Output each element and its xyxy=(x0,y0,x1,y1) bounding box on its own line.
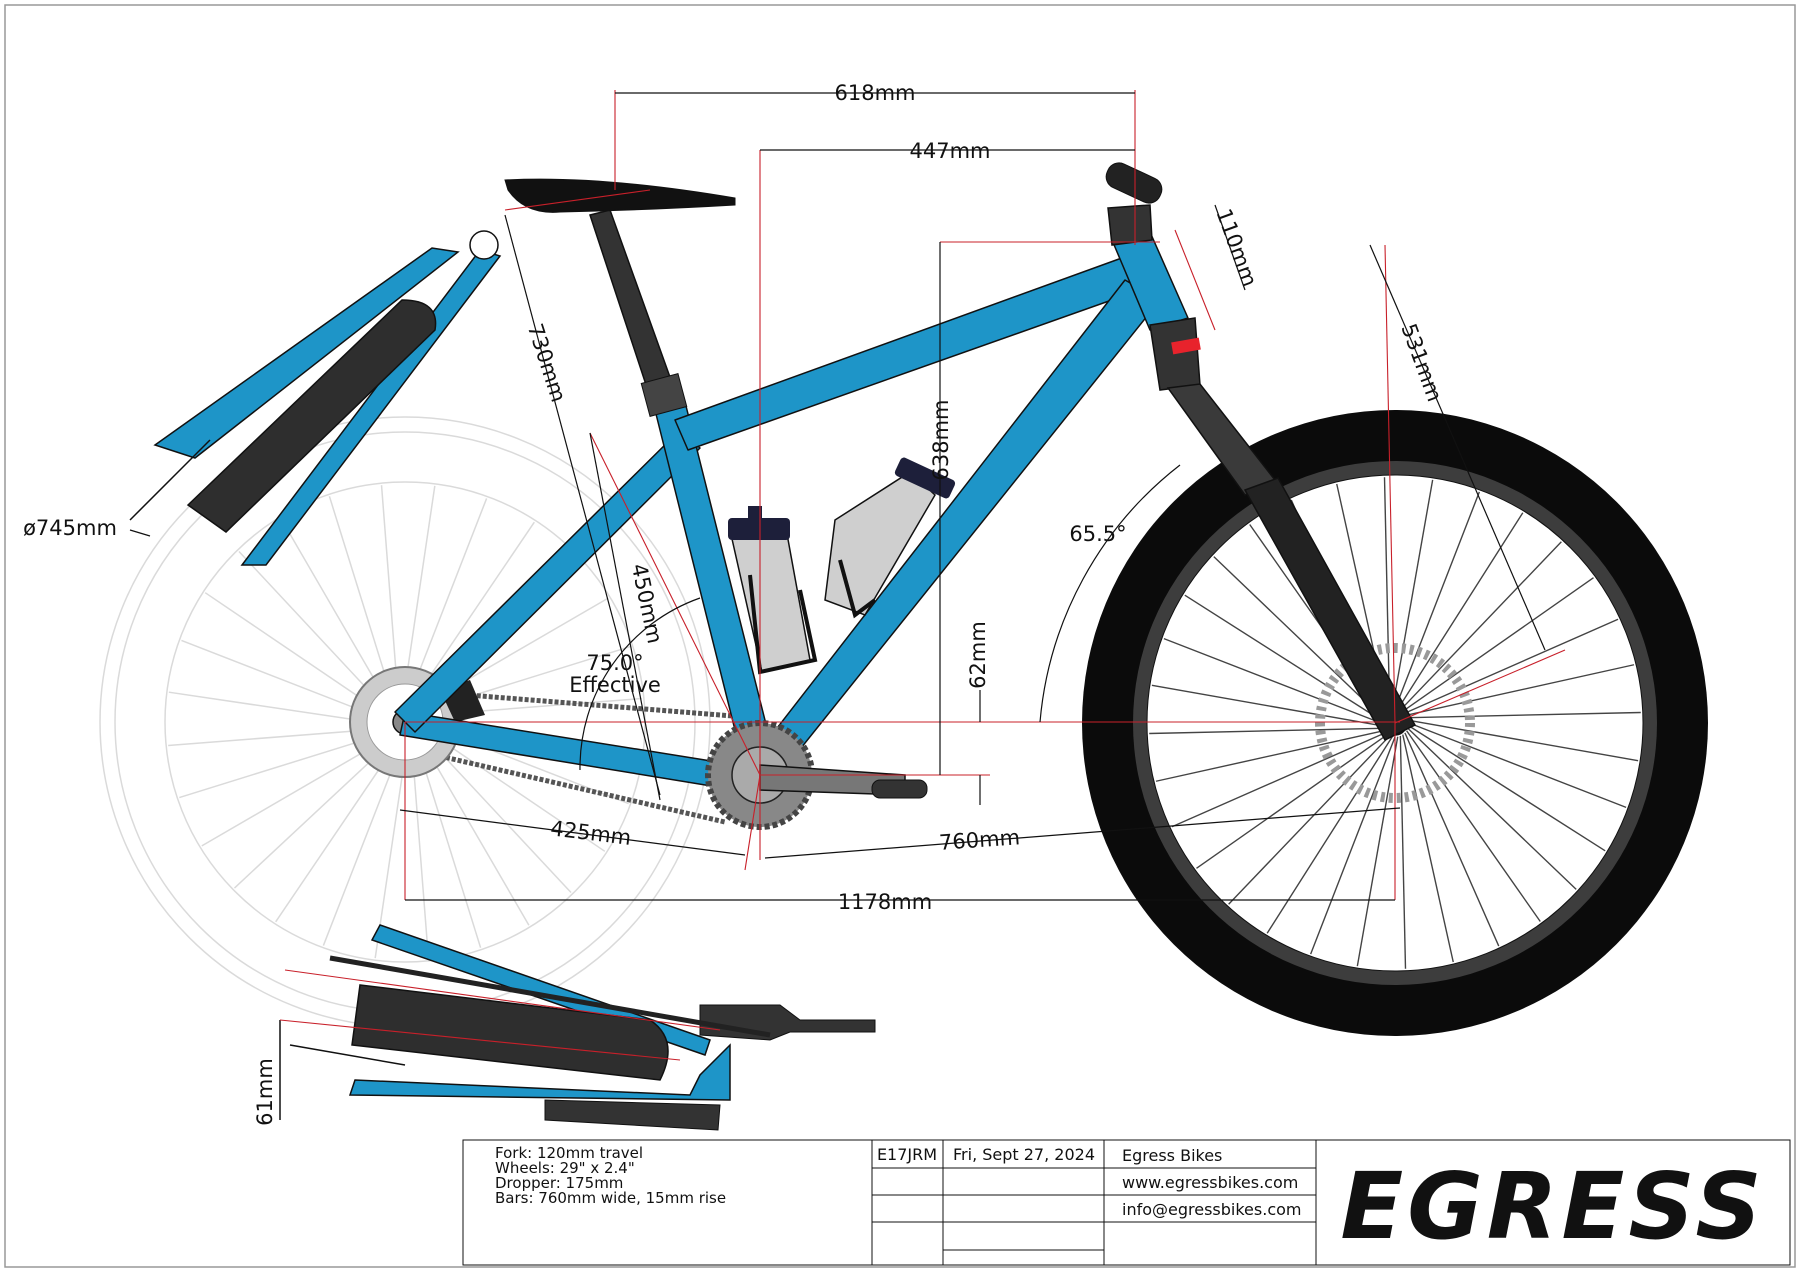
spoke xyxy=(1228,735,1391,905)
egress-logo: EGRESS xyxy=(1340,1153,1765,1260)
cockpit xyxy=(1105,162,1163,246)
seatpost-saddle xyxy=(504,178,736,417)
spoke xyxy=(1408,725,1606,852)
dim-760: 760mm xyxy=(938,825,1020,855)
dim-618: 618mm xyxy=(835,81,916,105)
seatstay-top-view xyxy=(129,230,502,566)
dim-745: ø745mm xyxy=(23,516,117,540)
spoke xyxy=(1356,736,1399,967)
spoke xyxy=(1408,722,1627,809)
spoke xyxy=(1399,541,1562,711)
dim-638: 638mm xyxy=(929,400,953,481)
spoke xyxy=(1404,618,1619,714)
sheet-border xyxy=(4,4,1796,1268)
dim-110: 110mm xyxy=(1211,205,1261,289)
spoke xyxy=(1404,732,1500,947)
spoke xyxy=(1149,727,1383,735)
spoke xyxy=(1309,736,1396,955)
chainstay-top-view xyxy=(279,924,876,1131)
spoke xyxy=(1402,577,1594,712)
seatstay xyxy=(394,429,701,733)
chain xyxy=(404,687,759,825)
dim-447: 447mm xyxy=(910,139,991,163)
fork xyxy=(1149,317,1417,741)
spec-wheels: Wheels: 29" x 2.4" xyxy=(495,1159,635,1177)
spoke xyxy=(1196,734,1388,869)
spoke xyxy=(1171,732,1386,828)
frame xyxy=(394,231,1189,793)
spoke xyxy=(1408,719,1639,762)
crankset xyxy=(705,720,928,830)
angle-seat: 75.0° xyxy=(586,651,643,675)
spoke xyxy=(1399,735,1407,969)
angle-head: 65.5° xyxy=(1069,522,1126,546)
spoke xyxy=(1406,730,1541,922)
dim-450: 450mm xyxy=(627,561,667,645)
dim-425: 425mm xyxy=(549,816,632,850)
spoke xyxy=(1397,512,1524,710)
spoke xyxy=(1213,556,1383,719)
spoke xyxy=(1383,477,1391,711)
angle-seat-label: Effective xyxy=(569,673,661,697)
company-website: www.egressbikes.com xyxy=(1122,1173,1298,1192)
title-block xyxy=(462,1139,1791,1266)
spoke xyxy=(1391,479,1434,710)
dim-531: 531mm xyxy=(1396,320,1446,404)
construction-lines xyxy=(279,90,1566,1061)
spoke xyxy=(1406,664,1635,716)
bottle-left xyxy=(728,506,818,675)
dim-1178: 1178mm xyxy=(838,890,932,914)
model-code: E17JRM xyxy=(877,1145,937,1164)
dimension-lines xyxy=(129,92,1546,901)
spoke xyxy=(1163,637,1382,724)
spoke xyxy=(1151,684,1382,727)
dim-730: 730mm xyxy=(523,321,571,405)
specs-block: Fork: 120mm travel Wheels: 29" x 2.4" Dr… xyxy=(495,1144,1765,1260)
spec-bars: Bars: 760mm wide, 15mm rise xyxy=(495,1189,726,1207)
chainstay xyxy=(399,711,756,793)
spoke xyxy=(1407,727,1577,890)
spoke xyxy=(1407,711,1641,719)
company-email: info@egressbikes.com xyxy=(1122,1200,1301,1219)
spec-dropper: Dropper: 175mm xyxy=(495,1174,623,1192)
drawing-date: Fri, Sept 27, 2024 xyxy=(953,1145,1095,1164)
dim-62: 62mm xyxy=(966,621,990,689)
spoke xyxy=(1184,594,1382,721)
spoke xyxy=(1402,734,1454,963)
dim-61: 61mm xyxy=(253,1058,277,1126)
spec-fork: Fork: 120mm travel xyxy=(495,1144,643,1162)
company-name: Egress Bikes xyxy=(1122,1146,1222,1165)
spoke xyxy=(1394,491,1481,710)
spoke xyxy=(1155,730,1384,782)
